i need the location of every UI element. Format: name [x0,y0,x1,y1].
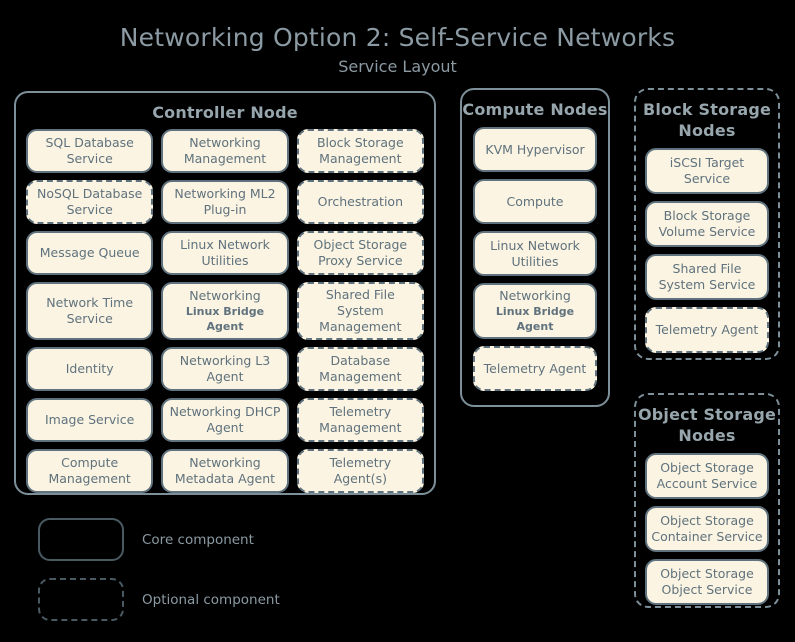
service-box[interactable]: SQL Database Service [26,129,154,173]
service-box-label: Telemetry Agent [483,360,587,376]
service-box[interactable]: Linux Network Utilities [161,231,289,275]
service-box-label: Linux Network Utilities [490,237,580,269]
service-box[interactable]: Shared File System Service [645,254,769,300]
service-box-label: Database Management [319,353,402,384]
service-box[interactable]: Shared File System Management [296,282,424,340]
service-box[interactable]: Telemetry Management [296,398,424,442]
service-box[interactable]: NoSQL Database Service [26,180,154,224]
service-box-label: Identity [65,361,114,376]
service-box[interactable]: Telemetry Agent [645,307,769,353]
legend-optional-component: Optional component [38,578,280,621]
legend-core-component: Core component [38,518,254,561]
service-box-label: Object Storage Container Service [651,513,763,544]
service-box[interactable]: Object Storage Proxy Service [296,231,424,275]
service-box-label: Compute Management [48,455,131,486]
service-box-label: Image Service [45,412,135,427]
service-box-label: Networking Metadata Agent [174,455,276,486]
service-box[interactable]: Orchestration [296,180,424,224]
service-box[interactable]: Networking Metadata Agent [161,449,289,493]
service-box[interactable]: Block Storage Volume Service [645,201,769,247]
service-box[interactable]: Message Queue [26,231,154,275]
service-box[interactable]: Image Service [26,398,154,442]
service-box-label: Block Storage Management [316,135,404,166]
service-box[interactable]: Telemetry Agent [473,346,597,391]
service-box-sublabel: Linux Bridge Agent [185,305,265,333]
service-box[interactable]: Compute [473,179,597,224]
service-box[interactable]: Telemetry Agent(s) [296,449,424,493]
service-box-label: KVM Hypervisor [485,141,585,157]
service-box-label: Shared File System Management [319,287,402,334]
group-title-block-storage-nodes: Block Storage Nodes [642,100,772,140]
service-box-label: Object Storage Proxy Service [313,237,408,268]
service-box-label: Telemetry Management [319,404,402,435]
page-title: Networking Option 2: Self-Service Networ… [119,23,676,52]
service-box-label: Message Queue [39,245,140,260]
service-box-label: Networking [189,288,261,303]
group-object-storage-nodes: Object Storage Nodes Object Storage Acco… [634,393,780,608]
group-title-object-storage-nodes: Object Storage Nodes [637,405,777,445]
service-box-label: Networking DHCP Agent [169,404,281,435]
legend-label-core: Core component [142,531,254,548]
service-box-label: Network Time Service [46,295,134,326]
service-box-label: Shared File System Service [658,261,756,292]
service-box-label: Telemetry Agent [655,322,759,337]
service-box-label: Compute [506,193,564,209]
service-box-label: Object Storage Object Service [660,566,754,597]
legend-swatch-optional [38,578,124,621]
service-box[interactable]: Database Management [296,347,424,391]
service-box-label: NoSQL Database Service [36,186,143,217]
service-box-label: Block Storage Volume Service [658,208,756,239]
service-box[interactable]: Networking L3 Agent [161,347,289,391]
group-block-storage-nodes: Block Storage Nodes iSCSI Target Service… [634,88,780,360]
service-box[interactable]: Networking ML2 Plug-in [161,180,289,224]
group-title-compute-nodes: Compute Nodes [462,100,608,119]
service-box[interactable]: KVM Hypervisor [473,127,597,172]
service-box[interactable]: Compute Management [26,449,154,493]
group-title-controller-node: Controller Node [152,103,298,122]
service-box-label: Linux Network Utilities [180,237,270,268]
service-box[interactable]: Object Storage Account Service [645,453,769,499]
service-box-label: Networking ML2 Plug-in [174,186,276,217]
service-box-label: Networking Management [183,135,267,166]
service-box[interactable]: Networking DHCP Agent [161,398,289,442]
title-block: Networking Option 2: Self-Service Networ… [0,22,795,78]
service-box-sublabel: Linux Bridge Agent [495,305,575,333]
service-box-label: Networking L3 Agent [179,353,271,384]
service-box[interactable]: Object Storage Container Service [645,506,769,552]
service-box-label: Orchestration [317,194,403,209]
service-box-label: Object Storage Account Service [656,460,758,491]
service-box-label: Networking [499,288,571,303]
service-box[interactable]: iSCSI Target Service [645,148,769,194]
service-box-label: Telemetry Agent(s) [329,455,392,486]
service-box[interactable]: Identity [26,347,154,391]
service-box-label: iSCSI Target Service [669,155,745,186]
service-box[interactable]: Linux Network Utilities [473,231,597,276]
service-box[interactable]: Network Time Service [26,282,154,340]
service-box[interactable]: Networking Management [161,129,289,173]
group-body-controller-node: SQL Database Service Networking Managemen… [16,127,434,503]
service-box[interactable]: Object Storage Object Service [645,559,769,605]
legend-swatch-core [38,518,124,561]
service-box-label: SQL Database Service [45,135,134,166]
legend-label-optional: Optional component [142,591,280,608]
page-subtitle: Service Layout [338,57,457,76]
service-box[interactable]: Block Storage Management [296,129,424,173]
